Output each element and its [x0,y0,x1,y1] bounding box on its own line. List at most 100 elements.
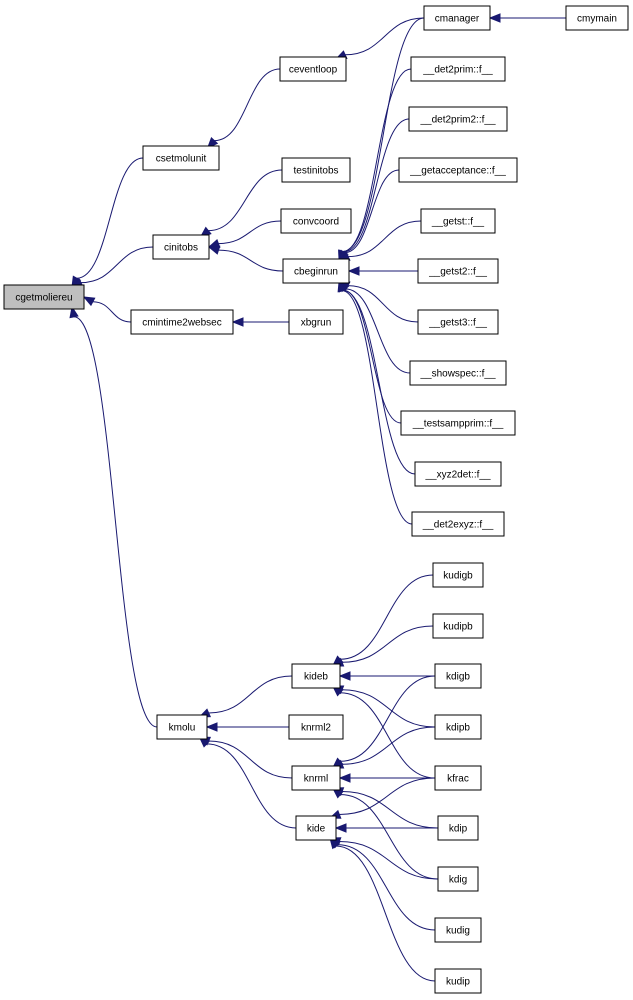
node-box [291,663,341,689]
node-kudigb[interactable]: kudigb [432,562,484,588]
node-label: __getst2::f__ [428,267,487,278]
node-testsampprim-f[interactable]: __testsampprim::f__ [400,410,516,436]
node-box [414,461,502,487]
edge-kide-to-kmolu [198,736,297,829]
node-kide[interactable]: kide [295,815,337,841]
node-box [432,613,484,639]
node-getst-f[interactable]: __getst::f__ [420,208,496,234]
node-kudig[interactable]: kudig [434,917,482,943]
node-box [400,410,516,436]
node-getacceptance-f[interactable]: __getacceptance::f__ [398,157,518,183]
node-kdig[interactable]: kdig [437,866,479,892]
node-cbeginrun[interactable]: cbeginrun [282,258,350,284]
node-box [288,714,344,740]
node-label: knrml [304,774,328,785]
node-label: xbgrun [301,318,332,329]
node-showspec-f[interactable]: __showspec::f__ [409,360,507,386]
node-kfrac[interactable]: kfrac [434,765,482,791]
edge-convcoord-to-cinitobs [207,220,282,248]
node-det2prim-f[interactable]: __det2prim::f__ [410,56,506,82]
node-cmanager[interactable]: cmanager [423,5,491,31]
node-label: kide [307,824,326,835]
nodes-layer: cgetmoliereu csetmolunit ceventloop cmanage… [3,5,629,994]
node-box [417,258,499,284]
edge-testsampprim-f-to-cbeginrun [338,279,402,424]
node-det2prim2-f[interactable]: __det2prim2::f__ [408,106,508,132]
node-label: kdig [449,875,467,886]
edge-det2exyz-f-to-cbeginrun [337,279,413,525]
node-box [565,5,629,31]
node-kideb[interactable]: kideb [291,663,341,689]
node-kudipb[interactable]: kudipb [432,613,484,639]
edge-cmymain-to-cmanager [488,13,566,23]
edge-cinitobs-to-cgetmoliereu [70,246,154,288]
node-label: __det2prim::f__ [422,65,493,76]
node-cmymain[interactable]: cmymain [565,5,629,31]
edge-kfrac-to-kide [328,777,436,819]
node-label: cmanager [435,14,480,25]
node-kdigb[interactable]: kdigb [434,663,482,689]
node-label: kudipb [443,622,473,633]
node-box [437,815,479,841]
node-label: __showspec::f__ [419,369,495,380]
node-knrml[interactable]: knrml [291,765,341,791]
node-cgetmoliereu[interactable]: cgetmoliereu [3,284,85,310]
node-box [434,714,482,740]
node-label: kmolu [169,723,196,734]
edge-testinitobs-to-cinitobs [199,169,283,238]
node-cinitobs[interactable]: cinitobs [152,234,210,260]
node-label: cmymain [577,14,617,25]
edge-kdigb-to-kideb [338,671,436,681]
node-label: kdip [449,824,468,835]
node-ceventloop[interactable]: ceventloop [279,56,347,82]
node-testinitobs[interactable]: testinitobs [281,157,351,183]
edge-kdipb-to-knrml [331,726,436,769]
edges-layer [69,13,566,982]
node-label: cinitobs [164,243,198,254]
node-label: kudip [446,977,470,988]
node-cmintime2websec[interactable]: cmintime2websec [130,309,234,335]
node-getst3-f[interactable]: __getst3::f__ [417,309,499,335]
node-label: __getst::f__ [431,217,485,228]
node-kmolu[interactable]: kmolu [156,714,208,740]
node-label: kdipb [446,723,470,734]
edge-knrml2-to-kmolu [205,722,290,732]
node-box [409,360,507,386]
edge-kfrac-to-knrml [338,773,435,783]
node-xyz2det-f[interactable]: __xyz2det::f__ [414,461,502,487]
node-label: kideb [304,672,328,683]
edge-getst2-f-to-cbeginrun [347,266,419,276]
node-label: kdigb [446,672,470,683]
node-box [417,309,499,335]
edge-kudip-to-kide [329,836,436,982]
node-box [434,663,482,689]
node-box [423,5,491,31]
edge-knrml-to-kmolu [198,736,293,779]
arrowhead [82,296,96,307]
node-kdip[interactable]: kdip [437,815,479,841]
node-label: cmintime2websec [142,318,221,329]
edge-cbeginrun-to-cinitobs [207,245,284,272]
node-box [434,968,482,994]
edge-cmintime2websec-to-cgetmoliereu [82,296,132,323]
node-kdipb[interactable]: kdipb [434,714,482,740]
node-knrml2[interactable]: knrml2 [288,714,344,740]
node-box [130,309,234,335]
arrowhead [338,773,351,783]
node-csetmolunit[interactable]: csetmolunit [142,145,220,171]
edge-kudig-to-kide [328,837,436,931]
node-xbgrun[interactable]: xbgrun [288,309,344,335]
arrowhead [69,305,79,319]
arrowhead [488,13,501,23]
node-getst2-f[interactable]: __getst2::f__ [417,258,499,284]
node-box [280,208,352,234]
node-label: kudigb [443,571,473,582]
node-det2exyz-f[interactable]: __det2exyz::f__ [411,511,505,537]
node-box [411,511,505,537]
node-convcoord[interactable]: convcoord [280,208,352,234]
node-box [295,815,337,841]
node-box [288,309,344,335]
node-kudip[interactable]: kudip [434,968,482,994]
node-label: __det2prim2::f__ [419,115,495,126]
